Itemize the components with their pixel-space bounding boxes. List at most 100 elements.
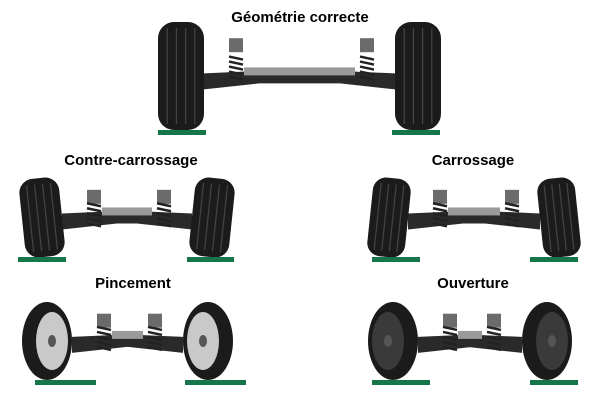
coil-spring <box>359 65 375 71</box>
hub-icon <box>384 335 392 347</box>
coil-spring <box>359 75 375 81</box>
tread-groove <box>219 185 229 253</box>
strut-mount <box>229 38 243 53</box>
suspension-negative-camber-icon <box>18 177 235 262</box>
coil-spring <box>86 207 102 213</box>
coil-spring <box>147 335 163 342</box>
hub-icon <box>548 335 556 347</box>
ground-bar-left <box>18 257 66 262</box>
coil-spring <box>504 212 520 218</box>
coil-spring <box>228 75 244 81</box>
left-wheel <box>158 22 204 130</box>
strut-mount <box>505 189 519 204</box>
ground-bar-left <box>372 380 430 385</box>
coil-spring <box>96 345 112 352</box>
coil-spring <box>96 335 112 342</box>
coil-spring <box>96 325 112 332</box>
right-wheel <box>395 22 441 130</box>
right-wheel <box>183 302 233 380</box>
tread-groove <box>211 184 221 252</box>
left-wheel <box>368 302 418 380</box>
coil-spring <box>147 345 163 352</box>
coil-spring <box>486 345 502 352</box>
coil-spring <box>432 217 448 223</box>
coil-spring <box>442 335 458 342</box>
tire-icon <box>367 177 411 258</box>
coil-spring <box>359 55 375 61</box>
coil-spring <box>504 217 520 223</box>
ground-bar-right <box>392 130 440 135</box>
coil-spring <box>486 335 502 342</box>
tread-groove <box>41 183 51 251</box>
tread-groove <box>543 185 552 253</box>
title-contre-carrossage: Contre-carrossage <box>64 152 198 169</box>
coil-spring <box>228 65 244 71</box>
suspension-toe-out-icon <box>368 302 578 385</box>
tread-groove <box>25 185 35 253</box>
tread-groove <box>558 183 567 251</box>
coil-spring <box>504 202 520 208</box>
axle-beam <box>458 330 482 339</box>
coil-spring <box>86 217 102 223</box>
coil-spring <box>86 202 102 208</box>
ground-bar-left <box>35 380 96 385</box>
right-wheel <box>522 302 572 380</box>
coil-spring <box>432 222 448 228</box>
ground-bar-left <box>372 257 420 262</box>
ground-bar-right <box>185 380 246 385</box>
coil-spring <box>432 212 448 218</box>
strut-mount <box>360 38 374 53</box>
suspension-positive-camber-icon <box>367 177 581 262</box>
tread-groove <box>551 184 560 252</box>
coil-spring <box>156 217 172 223</box>
tire-icon <box>537 177 581 258</box>
tread-groove <box>388 184 397 252</box>
coil-spring <box>486 340 502 347</box>
title-ouverture: Ouverture <box>437 275 509 292</box>
tire-icon <box>19 177 65 258</box>
strut-mount <box>443 313 457 328</box>
suspension-straight-icon <box>158 22 441 135</box>
tread-groove <box>49 182 59 250</box>
tread-groove <box>566 182 575 250</box>
coil-spring <box>156 212 172 218</box>
tread-groove <box>396 185 405 253</box>
title-geometrie-correcte: Géométrie correcte <box>231 9 369 26</box>
tread-groove <box>373 182 382 250</box>
ground-bar-right <box>187 257 234 262</box>
ground-bar-right <box>530 257 578 262</box>
axle-beam <box>244 67 355 76</box>
coil-spring <box>504 222 520 228</box>
coil-spring <box>156 207 172 213</box>
coil-spring <box>359 70 375 76</box>
axle-beam <box>112 330 143 339</box>
strut-mount <box>97 313 111 328</box>
coil-spring <box>96 340 112 347</box>
coil-spring <box>442 345 458 352</box>
coil-spring <box>486 325 502 332</box>
strut-mount <box>148 313 162 328</box>
tread-groove <box>203 183 213 251</box>
tread-groove <box>195 182 205 250</box>
tread-groove <box>33 184 43 252</box>
coil-spring <box>504 207 520 213</box>
right-wheel <box>537 177 581 258</box>
axle-beam <box>102 207 152 216</box>
suspension-toe-in-icon <box>22 302 246 385</box>
axle-beam <box>448 207 500 216</box>
tire-icon <box>158 22 204 130</box>
coil-spring <box>147 340 163 347</box>
strut-mount <box>433 189 447 204</box>
strut-mount <box>87 189 101 204</box>
tire-icon <box>395 22 441 130</box>
hub-icon <box>48 335 56 347</box>
coil-spring <box>228 55 244 61</box>
hub-icon <box>199 335 207 347</box>
coil-spring <box>432 202 448 208</box>
tire-icon <box>189 177 235 258</box>
title-carrossage: Carrossage <box>431 152 515 169</box>
coil-spring <box>147 330 163 337</box>
coil-spring <box>442 325 458 332</box>
ground-bar-left <box>158 130 206 135</box>
